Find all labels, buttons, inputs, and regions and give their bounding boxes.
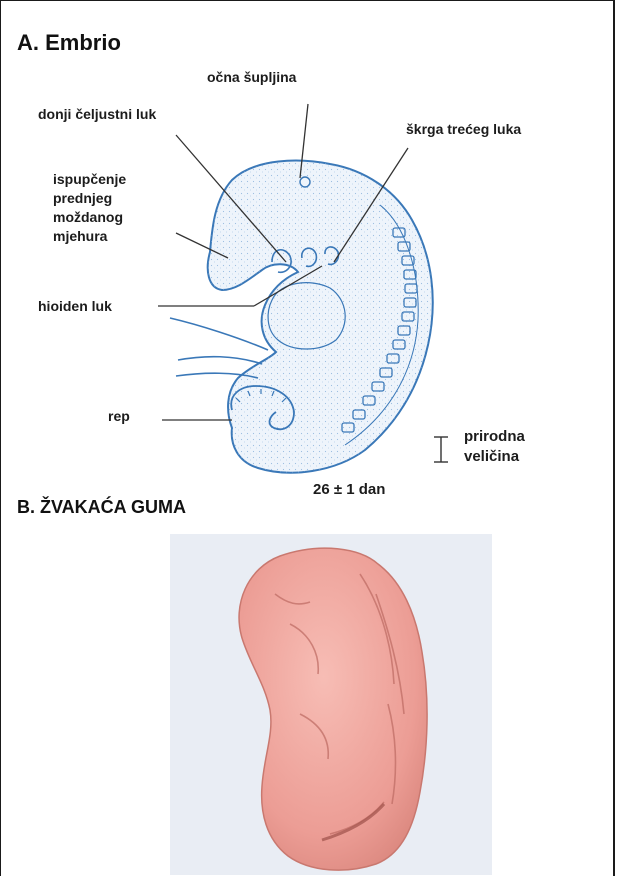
label-natural-size-line2: veličina — [464, 447, 519, 466]
label-eye-cavity: očna šupljina — [207, 68, 296, 87]
section-b-title: B. ŽVAKAĆA GUMA — [17, 497, 186, 518]
label-forebrain-line1: ispupčenje — [53, 170, 126, 189]
embryo-diagram — [0, 0, 617, 500]
gum-shape — [239, 548, 427, 870]
natural-size-scale — [434, 437, 448, 462]
label-hyoid-arch: hioiden luk — [38, 297, 112, 316]
label-tail: rep — [108, 407, 130, 426]
label-age: 26 ± 1 dan — [313, 480, 385, 499]
label-natural-size-line1: prirodna — [464, 427, 525, 446]
label-mandibular-arch: donji čeljustni luk — [38, 105, 156, 124]
upper-limb-bud — [170, 318, 268, 350]
chewing-gum-photo — [170, 534, 492, 875]
label-forebrain-line4: mjehura — [53, 227, 107, 246]
eye-cavity — [300, 177, 310, 187]
label-forebrain-line2: prednjeg — [53, 189, 112, 208]
label-gill-third-arch: škrga trećeg luka — [406, 120, 521, 139]
label-forebrain-line3: moždanog — [53, 208, 123, 227]
